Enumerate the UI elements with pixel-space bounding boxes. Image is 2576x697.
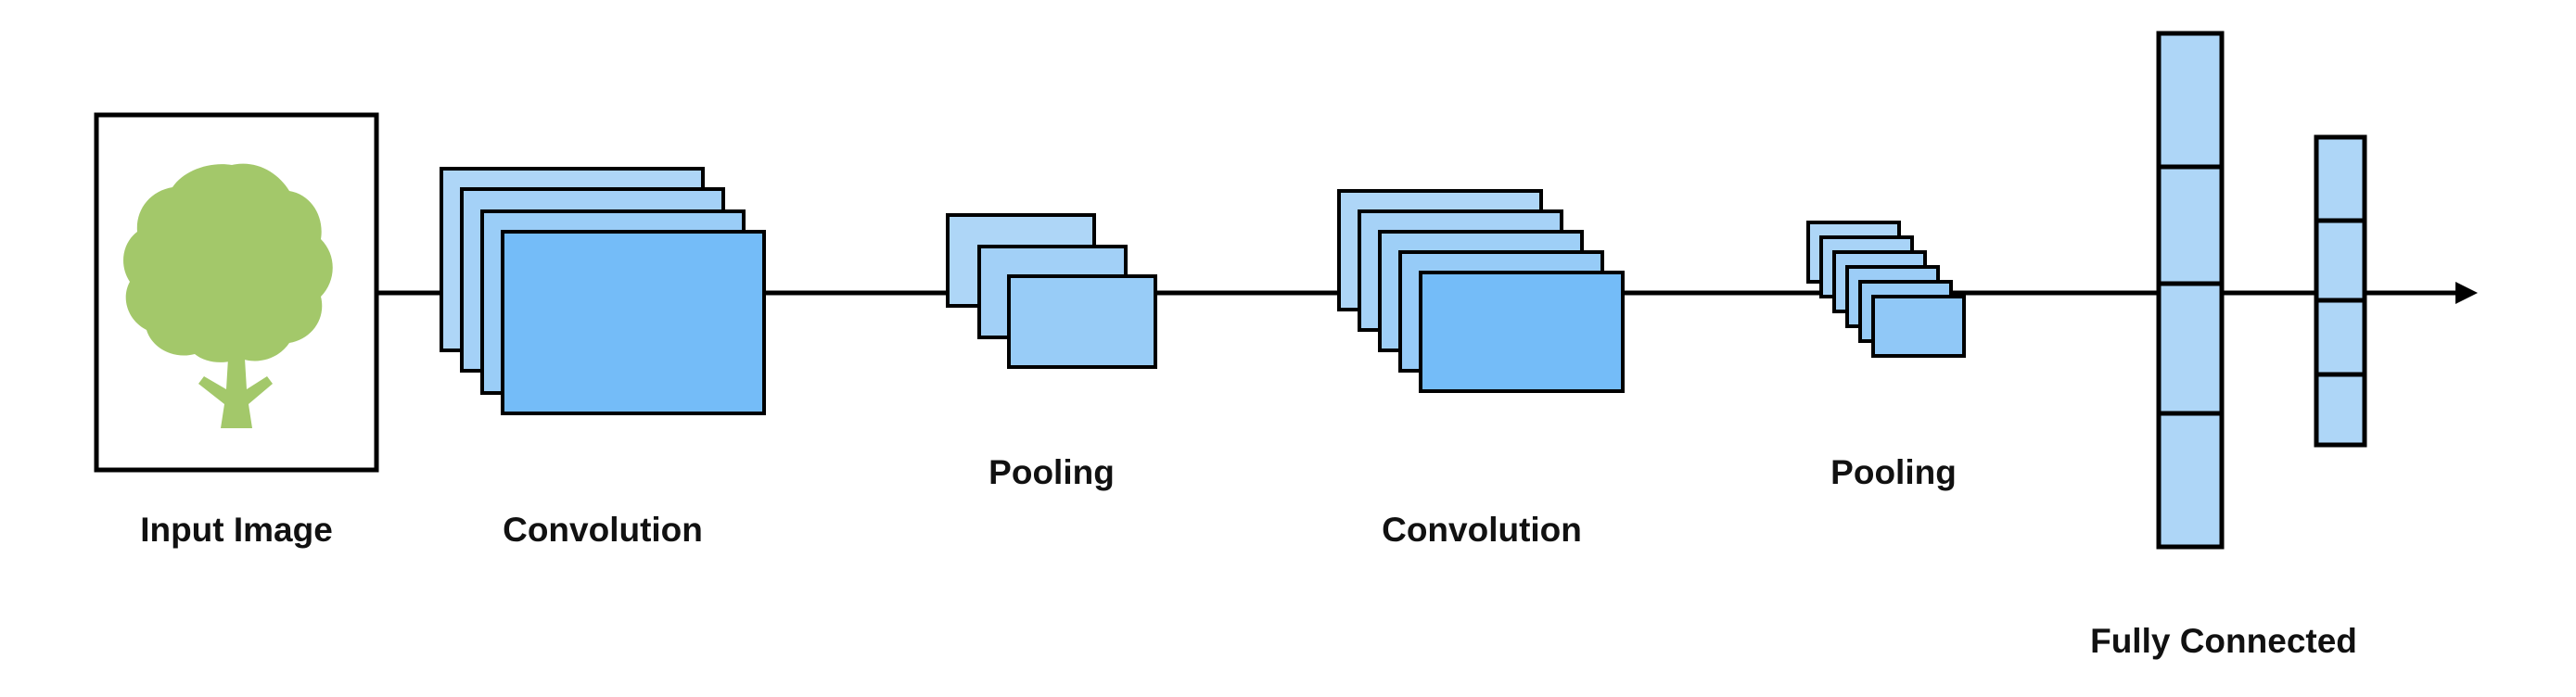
- input-image: [94, 112, 379, 473]
- pool2-map: [1871, 295, 1966, 358]
- conv2-map: [1419, 271, 1625, 393]
- label-fully-connected: Fully Connected: [2090, 622, 2357, 660]
- pool2-feature-maps: [1806, 221, 1966, 358]
- fc2-neuron: [2314, 372, 2367, 448]
- label-pool2: Pooling: [1830, 453, 1957, 491]
- fc1-neuron: [2156, 31, 2225, 170]
- fc2-neuron: [2314, 298, 2367, 377]
- label-input-image: Input Image: [140, 511, 333, 549]
- fc1-neuron: [2156, 411, 2225, 550]
- fc1-neuron: [2156, 281, 2225, 416]
- pool1-map: [1007, 274, 1157, 369]
- label-pool1: Pooling: [988, 453, 1115, 491]
- label-conv2: Convolution: [1382, 511, 1582, 549]
- pool1-feature-maps: [946, 213, 1157, 369]
- conv1-map: [501, 230, 766, 415]
- fc2-neuron: [2314, 218, 2367, 303]
- label-conv1: Convolution: [503, 511, 703, 549]
- arrowhead-icon: [2455, 282, 2478, 304]
- fc-layer-1: [2156, 31, 2225, 550]
- conv1-feature-maps: [440, 167, 766, 415]
- fc2-neuron: [2314, 134, 2367, 223]
- tree-icon: [123, 163, 333, 428]
- conv2-feature-maps: [1337, 189, 1625, 393]
- fc-layer-2: [2314, 134, 2367, 448]
- fc1-neuron: [2156, 164, 2225, 286]
